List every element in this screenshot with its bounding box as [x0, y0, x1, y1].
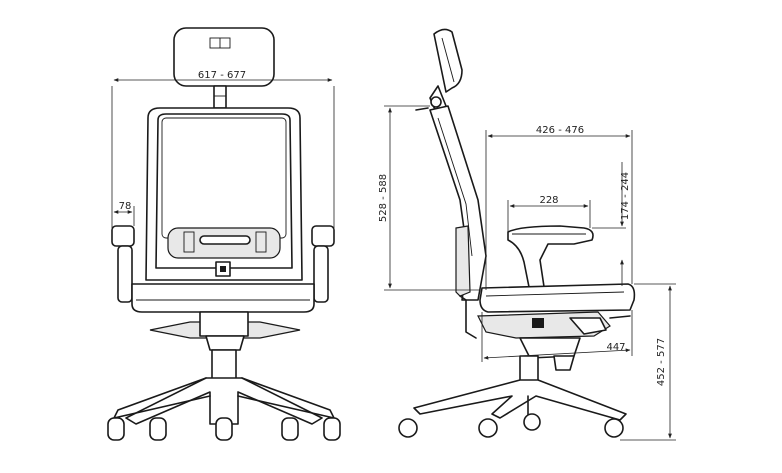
dimension-seat-depth-range: 426 - 476	[485, 125, 633, 290]
dimension-overall-width: 617 - 677	[111, 70, 335, 228]
seat-depth-range-label: 426 - 476	[536, 125, 584, 136]
overall-width-label: 617 - 677	[198, 70, 246, 81]
front-view: 617 - 677 78	[107, 27, 341, 441]
front-armrest-right	[311, 225, 335, 303]
dimension-armrest-height: 174 - 244	[592, 162, 631, 286]
dimension-armrest-width: 78	[113, 201, 135, 226]
armrest-depth-label: 228	[539, 195, 558, 206]
front-armrest-left	[111, 225, 135, 303]
dimension-armrest-depth: 228	[507, 195, 591, 232]
side-headrest	[415, 28, 463, 113]
front-casters	[107, 417, 341, 441]
front-seat	[131, 283, 315, 313]
back-height-label: 528 - 588	[378, 174, 389, 222]
front-backrest	[145, 107, 303, 281]
seat-height-label: 452 - 577	[656, 338, 667, 386]
front-headrest	[173, 27, 275, 109]
armrest-height-label: 174 - 244	[620, 172, 631, 220]
dimension-seat-height: 452 - 577	[620, 283, 676, 441]
side-view: 528 - 588 426 - 476 174 - 244 228	[378, 28, 676, 441]
dimension-seat-depth: 447	[481, 310, 633, 362]
side-casters	[398, 413, 624, 438]
seat-depth-label: 447	[606, 342, 625, 353]
side-seat	[479, 283, 636, 313]
front-star-base	[113, 377, 335, 425]
armrest-width-label: 78	[119, 201, 132, 212]
front-mechanism	[149, 311, 301, 381]
side-armrest	[507, 225, 594, 303]
dimension-back-height: 528 - 588	[378, 105, 480, 291]
side-backrest	[429, 105, 487, 339]
side-star-base	[413, 379, 627, 421]
